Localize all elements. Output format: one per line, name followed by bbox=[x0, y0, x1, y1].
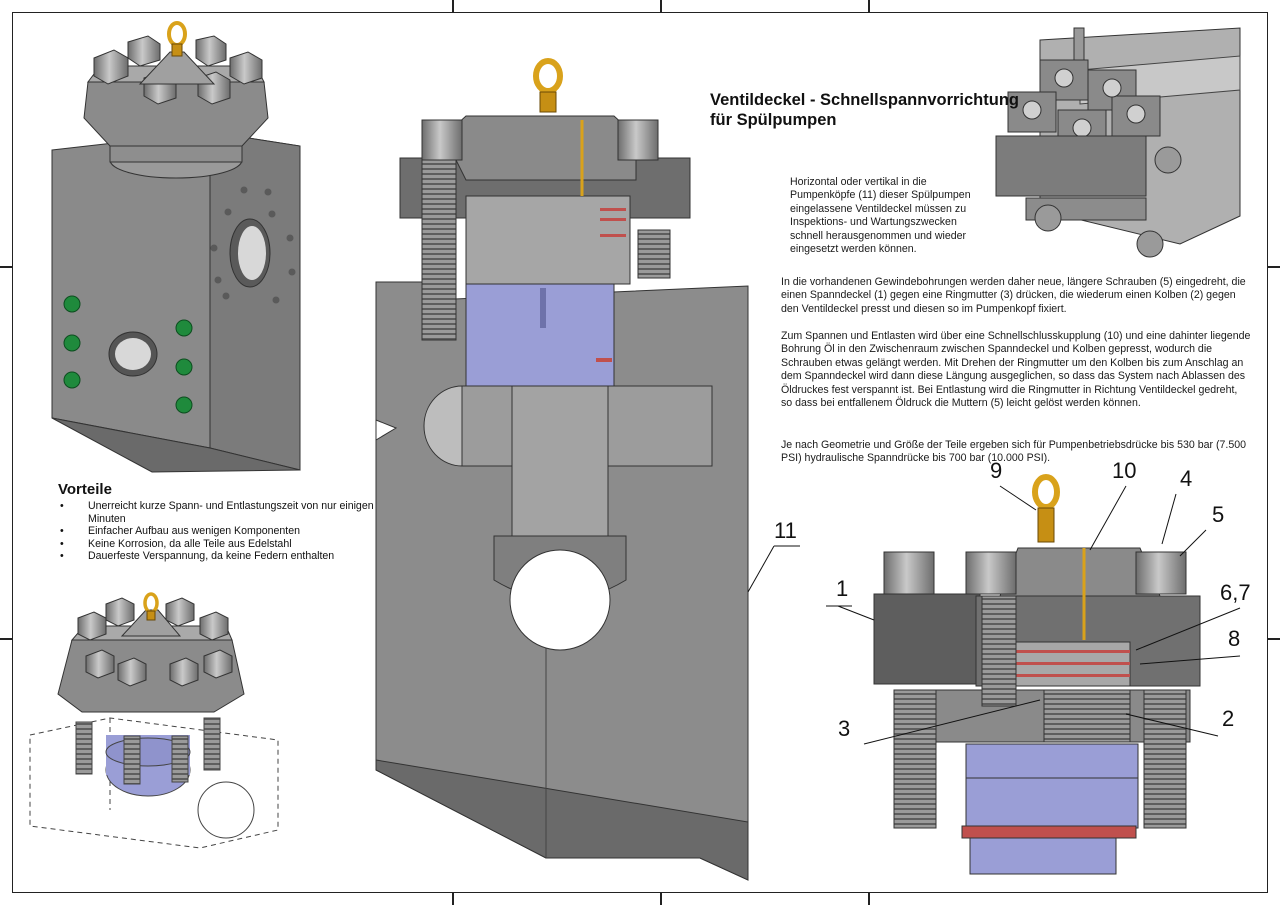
callout-9: 9 bbox=[990, 458, 1003, 483]
frame-tick bbox=[0, 638, 12, 640]
frame-tick bbox=[868, 0, 870, 12]
description-paragraph-4: Je nach Geometrie und Größe der Teile er… bbox=[781, 439, 1247, 465]
frame-tick bbox=[0, 266, 12, 268]
advantage-item: Dauerfeste Verspannung, da keine Federn … bbox=[58, 550, 388, 563]
frame-tick bbox=[660, 893, 662, 905]
frame-tick bbox=[660, 0, 662, 12]
callout-8: 8 bbox=[1228, 626, 1241, 651]
frame-tick bbox=[1268, 638, 1280, 640]
callout-2: 2 bbox=[1222, 706, 1235, 731]
callout-5: 5 bbox=[1212, 502, 1225, 527]
pump-head-isometric-view bbox=[51, 21, 301, 473]
callout-3: 3 bbox=[838, 716, 851, 741]
callout-10: 10 bbox=[1112, 458, 1137, 483]
valve-cover-detail-view bbox=[873, 474, 1201, 875]
frame-tick bbox=[452, 0, 454, 12]
advantages-list: Unerreicht kurze Spann- und Entlastungsz… bbox=[58, 500, 388, 563]
pump-head-section-view bbox=[375, 58, 749, 881]
callout-1: 1 bbox=[836, 576, 849, 601]
frame-tick bbox=[868, 893, 870, 905]
description-paragraph-2: In die vorhandenen Gewindebohrungen werd… bbox=[781, 276, 1246, 315]
advantages-section: Vorteile Unerreicht kurze Spann- und Ent… bbox=[58, 481, 388, 563]
callout-4: 4 bbox=[1180, 466, 1193, 491]
advantages-heading: Vorteile bbox=[58, 481, 112, 498]
callout-11: 11 bbox=[774, 518, 797, 543]
callout-6-7: 6,7 bbox=[1220, 580, 1251, 605]
frame-tick bbox=[452, 893, 454, 905]
title-line-2: für Spülpumpen bbox=[710, 111, 837, 129]
callout-leaders bbox=[747, 485, 1241, 745]
advantage-item: Unerreicht kurze Spann- und Entlastungsz… bbox=[58, 500, 388, 525]
drawing-frame bbox=[12, 12, 1268, 893]
valve-cover-small-isometric bbox=[29, 592, 279, 849]
description-paragraph-1: Horizontal oder vertikal in die Pumpenkö… bbox=[790, 176, 971, 256]
pump-module-overview bbox=[995, 27, 1241, 258]
advantage-item: Einfacher Aufbau aus wenigen Komponenten bbox=[58, 525, 388, 538]
frame-tick bbox=[1268, 266, 1280, 268]
page-title: Ventildeckel - Schnellspannvorrichtung f… bbox=[710, 90, 1019, 130]
description-paragraph-3: Zum Spannen und Entlasten wird über eine… bbox=[781, 330, 1251, 410]
title-line-1: Ventildeckel - Schnellspannvorrichtung bbox=[710, 91, 1019, 109]
advantage-item: Keine Korrosion, da alle Teile aus Edels… bbox=[58, 538, 388, 551]
